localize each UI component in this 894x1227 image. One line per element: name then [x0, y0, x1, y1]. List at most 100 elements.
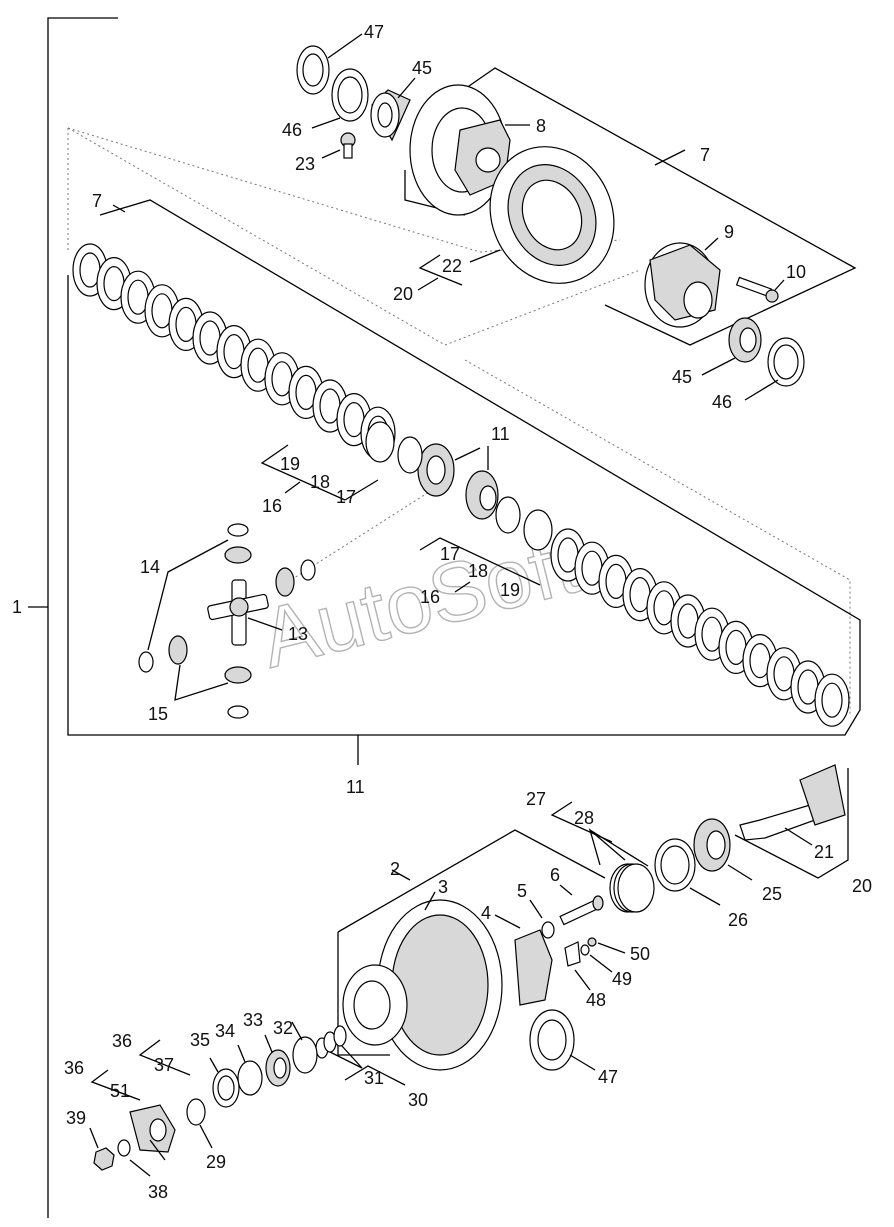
callout-label-47: 47 [364, 22, 384, 42]
callout-label-14: 14 [140, 557, 160, 577]
bearing-cup-26 [654, 838, 721, 906]
bearing-33 [264, 1034, 291, 1087]
callout-label-48: 48 [586, 990, 606, 1010]
bearing-cup-47-lower [529, 1009, 596, 1071]
callout-label-10: 10 [786, 262, 806, 282]
callout-label-39: 39 [66, 1108, 86, 1128]
differential-case-8 [409, 84, 530, 216]
bearing-cone-45-right [701, 317, 762, 376]
callout-label-17: 17 [336, 487, 356, 507]
pinion-shaft-21 [739, 764, 846, 846]
callout-label-49: 49 [612, 969, 632, 989]
callout-label-17: 17 [440, 544, 460, 564]
bearing-cup-46-right [744, 337, 805, 401]
sleeve-32 [291, 1021, 318, 1074]
side-gear-11-lower [465, 446, 499, 520]
washer-38 [117, 1139, 151, 1177]
callout-label-50: 50 [630, 944, 650, 964]
bracket-27 [550, 801, 613, 843]
callout-label-7: 7 [92, 191, 102, 211]
callout-label-21: 21 [814, 842, 834, 862]
bracket-20-lower [734, 768, 849, 879]
callout-label-22: 22 [442, 256, 462, 276]
callout-label-26: 26 [728, 910, 748, 930]
callout-label-46: 46 [282, 120, 302, 140]
side-gear-11-upper [417, 443, 481, 497]
bearing-25 [693, 818, 753, 881]
callout-label-47: 47 [598, 1067, 618, 1087]
callout-label-13: 13 [288, 624, 308, 644]
callout-label-2: 2 [390, 859, 400, 879]
ring-gear-22 [469, 146, 615, 284]
callout-labels: 1474546238779102220454611191817161417181… [12, 22, 872, 1202]
lock-parts-48-50 [564, 937, 626, 991]
callout-label-28: 28 [574, 808, 594, 828]
callout-label-45: 45 [672, 367, 692, 387]
callout-label-19: 19 [280, 454, 300, 474]
nut-39 [89, 1127, 115, 1171]
callout-label-5: 5 [517, 881, 527, 901]
callout-label-31: 31 [364, 1068, 384, 1088]
callout-label-25: 25 [762, 884, 782, 904]
bearing-cone-45-top [370, 77, 416, 142]
washers-14 [138, 523, 316, 719]
callout-label-37: 37 [154, 1055, 174, 1075]
callout-label-16: 16 [262, 496, 282, 516]
callout-label-18: 18 [468, 561, 488, 581]
callout-label-36: 36 [64, 1058, 84, 1078]
callout-label-29: 29 [206, 1152, 226, 1172]
callout-label-36: 36 [112, 1031, 132, 1051]
brackets-36-37 [90, 1039, 191, 1101]
bracket-16-upper [260, 444, 379, 501]
callout-label-30: 30 [408, 1090, 428, 1110]
callout-label-18: 18 [310, 472, 330, 492]
bolt-6 [559, 884, 604, 926]
callout-label-35: 35 [190, 1030, 210, 1050]
callout-label-51: 51 [110, 1081, 130, 1101]
callout-label-7: 7 [700, 145, 710, 165]
callout-label-8: 8 [536, 116, 546, 136]
thrust-washers-17-18 [365, 421, 553, 551]
bolt-23 [321, 132, 356, 159]
seal-35 [209, 1057, 240, 1108]
washer-5 [529, 899, 555, 939]
callout-label-23: 23 [295, 154, 315, 174]
washer-34 [237, 1044, 263, 1096]
retainer-4 [494, 914, 553, 1006]
callout-label-6: 6 [550, 865, 560, 885]
callout-label-27: 27 [526, 789, 546, 809]
bracket-22-20 [417, 254, 463, 291]
callout-label-20: 20 [393, 284, 413, 304]
ring-29 [186, 1098, 213, 1149]
cross-shaft-13 [207, 579, 283, 646]
callout-label-15: 15 [148, 704, 168, 724]
callout-label-3: 3 [438, 877, 448, 897]
bracket-16-lower [419, 537, 541, 593]
assembly-bracket-1 [28, 17, 118, 1218]
callout-label-20: 20 [852, 876, 872, 896]
callout-label-16: 16 [420, 587, 440, 607]
clutch-disc-stack-upper [72, 243, 396, 460]
bearing-cup-47-top [296, 33, 363, 95]
callout-label-19: 19 [500, 580, 520, 600]
callout-label-11: 11 [346, 777, 365, 797]
callout-label-11: 11 [491, 424, 510, 444]
differential-case-9 [644, 237, 721, 328]
callout-label-34: 34 [215, 1021, 235, 1041]
housing-2 [337, 829, 606, 1071]
callout-label-1: 1 [12, 597, 22, 617]
callout-label-9: 9 [724, 222, 734, 242]
seals-31 [315, 1025, 406, 1086]
differential-bracket [67, 67, 861, 765]
bolt-10 [735, 276, 785, 303]
callout-label-4: 4 [481, 903, 491, 923]
callout-label-46: 46 [712, 392, 732, 412]
callout-label-33: 33 [243, 1010, 263, 1030]
callout-label-32: 32 [273, 1018, 293, 1038]
callout-label-45: 45 [412, 58, 432, 78]
pinion-gears-15 [168, 546, 295, 701]
flange-51 [129, 1104, 176, 1161]
clutch-disc-stack-lower [550, 528, 850, 727]
bearing-cup-46-top [311, 68, 369, 129]
